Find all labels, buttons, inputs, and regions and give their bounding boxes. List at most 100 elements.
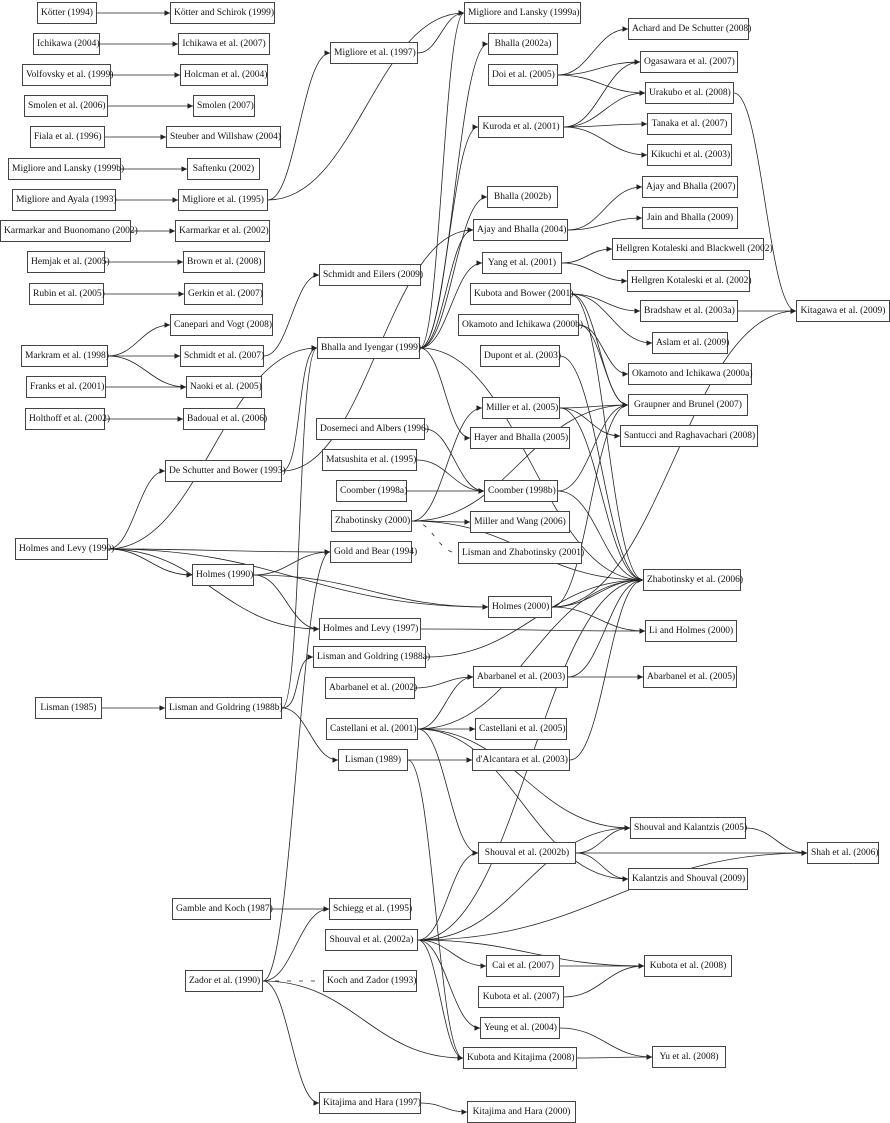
node-abarbanel2005: Abarbanel et al. (2005) bbox=[643, 666, 737, 688]
edge-zhabotinsky2000-to-graupner2007 bbox=[411, 402, 629, 522]
edge-castellani2001-to-kalantzis2009 bbox=[417, 728, 629, 882]
node-zhabotinsky2000: Zhabotinsky (2000) bbox=[331, 510, 412, 532]
node-bhalla2002a: Bhalla (2002a) bbox=[488, 33, 558, 55]
edge-urakubo2008-to-kitagawa2009 bbox=[733, 92, 797, 314]
edge-markram1998-to-naoki2005 bbox=[107, 355, 187, 390]
edge-shouval2002a-to-shouval2002b bbox=[417, 850, 479, 941]
node-abarbanel2003: Abarbanel et al. (2003) bbox=[473, 666, 568, 688]
edge-holmeslevy1990-to-holmes2000 bbox=[107, 548, 489, 610]
edge-kubotabower2001-to-zhabotinsky2006 bbox=[570, 293, 644, 583]
edge-doi2005-to-ogasawara2007 bbox=[557, 59, 641, 76]
edge-kubotakitajima2008-to-yu2008 bbox=[576, 1054, 653, 1060]
edge-yeung2004-to-yu2008 bbox=[559, 1027, 653, 1060]
edge-holmes2000-to-graupner2007 bbox=[551, 402, 629, 608]
edge-shouval2002a-to-cai2007 bbox=[417, 939, 487, 969]
node-yang2001: Yang et al. (2001) bbox=[482, 252, 562, 274]
node-shouval2002b: Shouval et al. (2002b) bbox=[478, 842, 576, 864]
node-fiala1996: Fiala et al. (1996) bbox=[30, 126, 105, 148]
edge-migliore1995-to-migliore1997 bbox=[267, 50, 331, 201]
edge-migliore1995-to-migliorelansky1999a bbox=[267, 10, 465, 201]
edge-holmes2000-to-kitagawa2009 bbox=[551, 308, 797, 608]
node-miller2005: Miller et al. (2005) bbox=[482, 397, 560, 419]
edge-okamoto2000b-to-okamoto2000a bbox=[578, 324, 629, 377]
edge-dosemeci1996-to-coomber1998b bbox=[424, 428, 485, 494]
edge-schmidt2007-to-schmidteilers2009 bbox=[263, 272, 320, 357]
node-liholmes2000: Li and Holmes (2000) bbox=[645, 620, 737, 642]
edge-okamoto2000b-to-graupner2007 bbox=[578, 324, 629, 408]
edge-ajaybhalla2004-to-jainbhalla2009 bbox=[567, 215, 643, 231]
node-castellani2005: Castellani et al. (2005) bbox=[475, 718, 567, 740]
node-naoki2005: Naoki et al. (2005) bbox=[186, 376, 262, 398]
node-volfovsky1999: Volfovsky et al. (1999) bbox=[22, 64, 113, 86]
node-migliorelansky1999a: Migliore and Lansky (1999a) bbox=[464, 2, 581, 24]
node-migliore1995: Migliore et al. (1995) bbox=[178, 189, 268, 211]
edge-matsushita1995-to-coomber1998b bbox=[416, 459, 485, 494]
edge-abarbanel2002-to-abarbanel2003 bbox=[414, 674, 474, 689]
edge-markram1998-to-canepari2008 bbox=[107, 322, 171, 357]
node-ichikawa2007: Ichikawa et al. (2007) bbox=[178, 33, 270, 55]
edge-lismangoldring1988a-to-zhabotinsky2006 bbox=[425, 577, 644, 658]
node-achard2008: Achard and De Schutter (2008) bbox=[628, 18, 751, 40]
node-migliore1997: Migliore et al. (1997) bbox=[330, 42, 418, 64]
node-hellgren2002a: Hellgren Kotaleski and Blackwell (2002) bbox=[612, 238, 773, 260]
node-ajaybhalla2004: Ajay and Bhalla (2004) bbox=[473, 219, 568, 241]
edge-holmeslevy1990-to-holmeslevy1997 bbox=[107, 548, 320, 632]
node-coomber1998a: Coomber (1998a) bbox=[336, 480, 407, 502]
node-millerwang2006: Miller and Wang (2006) bbox=[470, 511, 570, 533]
edge-castellani2001-to-shouval2002b bbox=[417, 728, 479, 856]
node-holmes2000: Holmes (2000) bbox=[488, 596, 552, 618]
edge-shouval2002a-to-shah2006 bbox=[417, 850, 808, 941]
node-schiegg1995: Schiegg et al. (1995) bbox=[329, 898, 412, 920]
node-shah2006: Shah et al. (2006) bbox=[807, 842, 879, 864]
edge-deschutter1993-to-bhallaiyengar1999 bbox=[281, 345, 318, 472]
edge-zador1990-to-goldbear1994 bbox=[262, 549, 331, 982]
node-okamoto2000a: Okamoto and Ichikawa (2000a) bbox=[628, 363, 753, 385]
node-gerkin2007: Gerkin et al. (2007) bbox=[184, 283, 263, 305]
node-goldbear1994: Gold and Bear (1994) bbox=[330, 541, 417, 563]
edge-holmeslevy1990-to-deschutter1993 bbox=[107, 468, 166, 550]
node-dosemeci1996: Dosemeci and Albers (1996) bbox=[316, 418, 429, 440]
node-bradshaw2003a: Bradshaw et al. (2003a) bbox=[640, 300, 738, 322]
edge-holmeslevy1997-to-liholmes2000 bbox=[420, 628, 646, 634]
node-cai2007: Cai et al. (2007) bbox=[486, 955, 560, 977]
node-holmeslevy1997: Holmes and Levy (1997) bbox=[319, 618, 421, 640]
node-dalcantara2003: d'Alcantara et al. (2003) bbox=[472, 749, 570, 771]
node-shouval2002a: Shouval et al. (2002a) bbox=[325, 929, 418, 951]
node-holthoff2002: Holthoff et al. (2002) bbox=[25, 408, 110, 430]
node-steuber2004: Steuber and Willshaw (2004) bbox=[166, 126, 281, 148]
edge-yang2001-to-hellgren2002a bbox=[561, 246, 613, 264]
edge-miller2005-to-santucci2008 bbox=[559, 407, 621, 439]
node-kitagawa2009: Kitagawa et al. (2009) bbox=[796, 300, 890, 322]
edge-miller2005-to-zhabotinsky2006 bbox=[559, 407, 644, 583]
node-graupner2007: Graupner and Brunel (2007) bbox=[628, 394, 748, 416]
node-lismangoldring1988b: Lisman and Goldring (1988b) bbox=[165, 697, 283, 719]
edge-shouval2002a-to-yeung2004 bbox=[417, 939, 481, 1031]
node-kotterschirok1999: Kötter and Schirok (1999) bbox=[170, 2, 275, 24]
edge-bhallaiyengar1999-to-hayerbhalla2005 bbox=[419, 347, 471, 441]
node-holmes1990: Holmes (1990) bbox=[192, 564, 254, 586]
node-coomber1998b: Coomber (1998b) bbox=[484, 480, 558, 502]
edge-shouval2002a-to-kubotakitajima2008 bbox=[417, 939, 464, 1061]
node-holcman2004: Holcman et al. (2004) bbox=[180, 64, 268, 86]
node-kitajimahara2000: Kitajima and Hara (2000) bbox=[467, 1101, 576, 1123]
node-urakubo2008: Urakubo et al. (2008) bbox=[645, 82, 734, 104]
edge-shouval2002a-to-shouvalkalantzis2005 bbox=[417, 825, 631, 941]
node-migliorelansky1999b: Migliore and Lansky (1999b) bbox=[8, 158, 124, 180]
node-schmidteilers2009: Schmidt and Eilers (2009) bbox=[319, 264, 423, 286]
node-smolen2007: Smolen (2007) bbox=[193, 95, 255, 117]
node-gamblekoch1987: Gamble and Koch (1987) bbox=[172, 898, 273, 920]
edge-shouval2002b-to-shouvalkalantzis2005 bbox=[575, 825, 631, 854]
node-castellani2001: Castellani et al. (2001) bbox=[326, 718, 418, 740]
node-franks2001: Franks et al. (2001) bbox=[26, 376, 106, 398]
edge-dalcantara2003-to-zhabotinsky2006 bbox=[569, 577, 644, 761]
edge-castellani2001-to-abarbanel2003 bbox=[417, 674, 474, 730]
node-badoual2006: Badoual et al. (2006) bbox=[183, 408, 267, 430]
node-yu2008: Yu et al. (2008) bbox=[652, 1046, 726, 1068]
node-bhalla2002b: Bhalla (2002b) bbox=[487, 186, 558, 208]
node-aslam2009: Aslam et al. (2009) bbox=[652, 332, 729, 354]
node-kubota2007: Kubota et al. (2007) bbox=[478, 986, 564, 1008]
node-ajaybhalla2007: Ajay and Bhalla (2007) bbox=[642, 176, 738, 198]
node-kubotakitajima2008: Kubota and Kitajima (2008) bbox=[463, 1047, 577, 1069]
node-kalantzis2009: Kalantzis and Shouval (2009) bbox=[628, 868, 748, 890]
